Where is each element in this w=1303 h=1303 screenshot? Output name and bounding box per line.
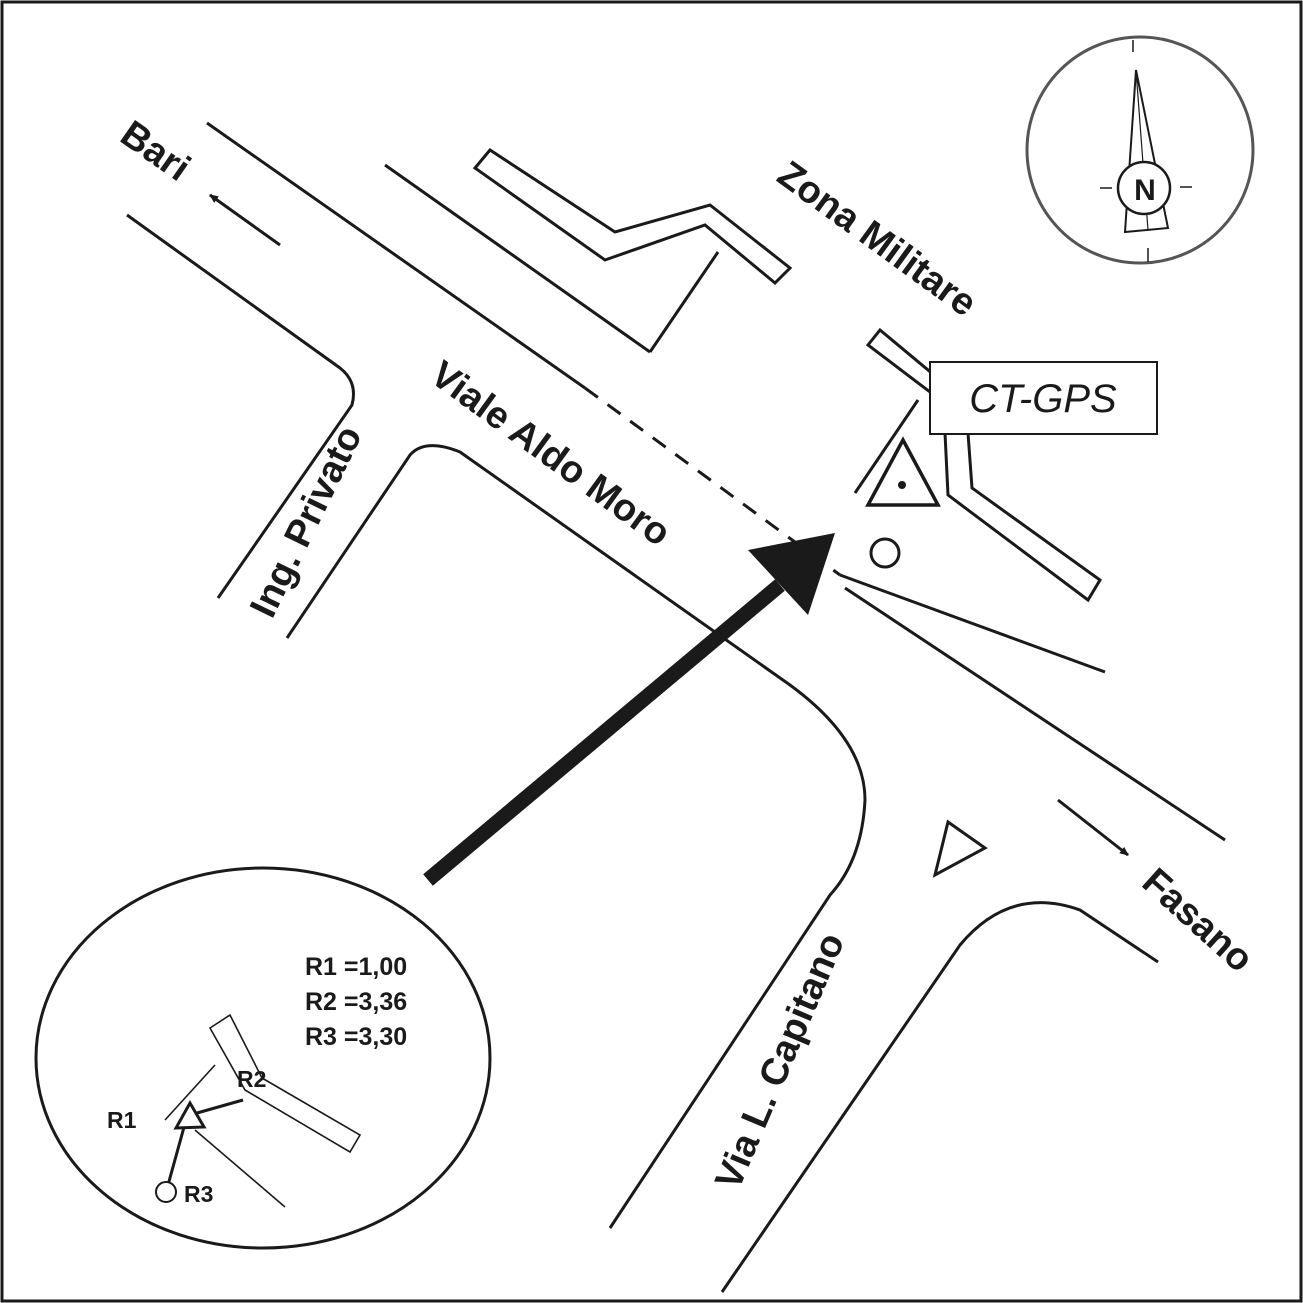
viale-aldo-moro-south-west-edge xyxy=(126,213,355,599)
military-building xyxy=(472,148,793,286)
inset-label-r2: R2 xyxy=(237,1066,266,1092)
ct-gps-label: CT-GPS xyxy=(969,377,1117,421)
station-fence xyxy=(943,432,1102,603)
label-fasano: Fasano xyxy=(1134,860,1261,980)
inset-detail: R1 =1,00 R2 =3,36 R3 =3,30 R1 R2 R3 xyxy=(34,866,492,1250)
inset-station-triangle-icon xyxy=(173,1099,207,1130)
station-enclosure xyxy=(853,399,920,494)
label-ing-privato: Ing. Privato xyxy=(242,420,370,624)
reference-circle-icon xyxy=(869,537,901,569)
inset-distance-r2: R2 =3,36 xyxy=(305,988,407,1016)
zona-militare-boundary-join xyxy=(648,251,720,353)
via-capitano-east-edge xyxy=(720,901,1159,1293)
leader-arrow-shaft xyxy=(423,579,785,886)
arrow-to-bari-icon xyxy=(209,193,281,247)
inset-distance-r3: R3 =3,30 xyxy=(305,1023,407,1051)
viale-aldo-moro-east-south-edge xyxy=(844,586,1226,842)
gps-station-point-icon xyxy=(898,481,906,489)
north-compass: N xyxy=(1025,35,1255,265)
zona-militare-boundary xyxy=(384,163,651,354)
landmark-triangle-icon xyxy=(932,819,988,878)
arrow-to-fasano-icon xyxy=(1057,798,1129,857)
ct-gps-box xyxy=(929,361,1158,435)
inset-label-r3: R3 xyxy=(184,1181,213,1207)
leader-arrow-head-icon xyxy=(748,533,835,615)
inset-label-r1: R1 xyxy=(107,1107,137,1133)
label-bari: Bari xyxy=(113,113,198,190)
compass-north-letter: N xyxy=(1134,174,1156,207)
inset-distance-r1: R1 =1,00 xyxy=(305,953,407,981)
inset-r3-circle-icon xyxy=(155,1181,177,1203)
label-zona-militare: Zona Militare xyxy=(770,153,984,325)
inset-building xyxy=(208,1013,362,1154)
viale-aldo-moro-south-edge xyxy=(285,444,867,1229)
gps-station-triangle-icon xyxy=(865,436,941,507)
